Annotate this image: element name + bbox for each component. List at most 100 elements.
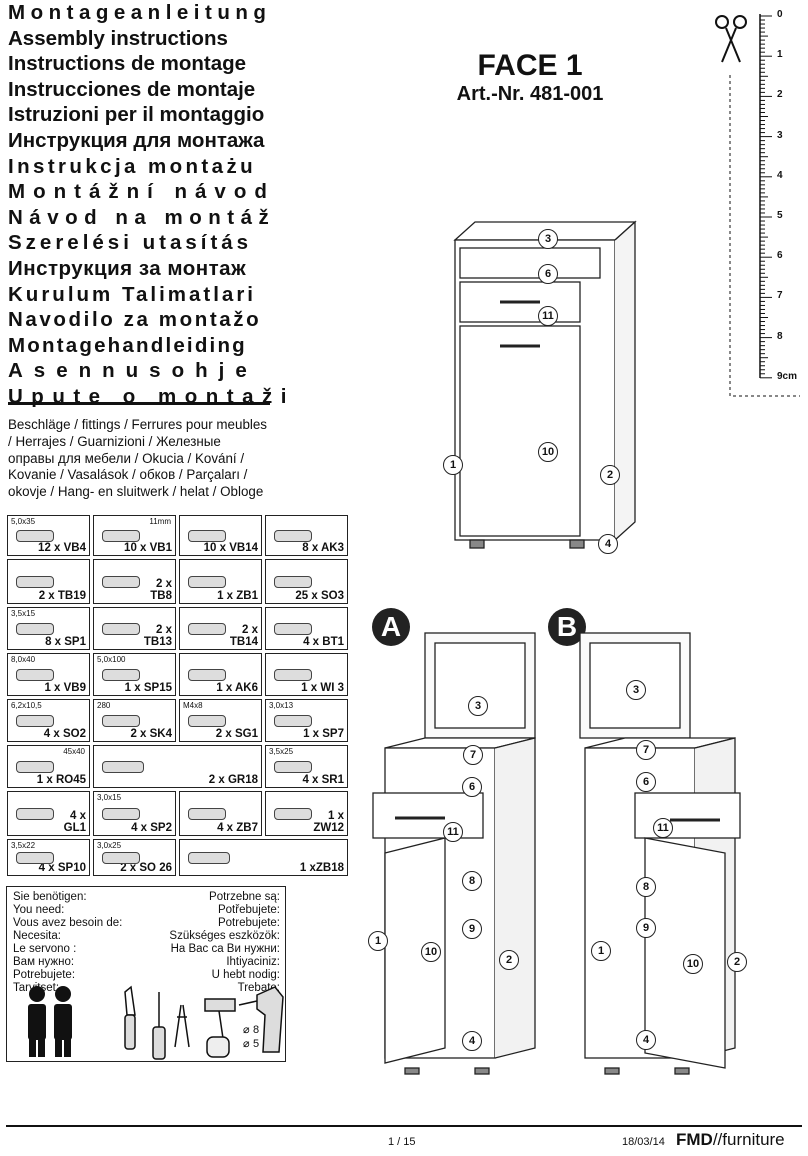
page-number: 1 / 15 [388,1136,416,1148]
ruler-label: 9cm [777,370,798,382]
fitting-dimension: 3,0x13 [269,701,294,710]
fitting-quantity: 4 x SR1 [302,774,344,786]
fitting-cell: 3,5x25 4 x SR1 [265,745,348,788]
title-line: Navodilo za montažo [8,308,262,332]
fitting-quantity: 4 x ZB7 [217,822,258,834]
ruler-label: 3 [777,129,783,141]
fitting-part-icon [16,530,54,542]
fitting-part-icon [16,623,54,635]
fitting-cell: 4 x BT1 [265,607,348,650]
fitting-part-icon [274,623,312,635]
fitting-dimension: 3,5x25 [269,747,294,756]
cabinet-variant-b [579,632,741,1075]
fitting-quantity: 2 x TB19 [38,590,86,602]
fitting-part-icon [188,576,226,588]
fitting-cell: 8 x AK3 [265,515,348,556]
drill-size: 5 [253,1038,260,1050]
cabinet-variant-a [372,632,536,1075]
part-number-marker: 10 [538,442,558,462]
fitting-cell: 2 x TB19 [7,559,90,604]
part-number-marker: 2 [600,465,620,485]
title-line: Инструкция для монтажа [8,128,265,152]
part-number-marker: 9 [636,918,656,938]
ruler-label: 2 [777,89,783,101]
part-number-marker: 4 [462,1031,482,1051]
part-number-marker: 1 [368,931,388,951]
tools-labels-right: Potrzebne są:Potřebujete:Potrebujete:Szü… [169,891,280,995]
part-number-marker: 1 [591,941,611,961]
fitting-cell: 25 x SO3 [265,559,348,604]
fitting-quantity: 4 x SP10 [38,862,86,874]
fitting-dimension: 11mm [149,517,171,526]
pliers-icon [174,1004,190,1048]
fitting-cell: 3,0x15 4 x SP2 [93,791,176,836]
part-number-marker: 9 [462,919,482,939]
title-block: Montageanleitung Assembly instructions I… [8,0,295,410]
title-line: Instrukcja montażu [8,154,257,178]
footer-rule [6,1125,802,1127]
tools-label: You need: [13,904,65,916]
knife-icon [124,985,136,1050]
fitting-quantity: 2 x GR18 [208,774,258,786]
variant-b-badge: B [548,608,586,646]
title-line: Istruzioni per il montaggio [8,103,265,127]
ruler-label: 6 [777,250,783,262]
title-line: Montážní návod [8,180,275,204]
fitting-part-icon [102,669,140,681]
drill-size: 8 [253,1024,260,1036]
ruler-label: 7 [777,290,783,302]
title-line: Asennusohje [8,359,258,383]
tools-label: Sie benötigen: [13,891,87,903]
fitting-quantity: 25 x SO3 [295,590,344,602]
fitting-quantity: 4 x SP2 [131,822,172,834]
fitting-cell: 1 x ZB1 [179,559,262,604]
part-number-marker: 11 [653,818,673,838]
part-number-marker: 6 [636,772,656,792]
tools-label: Ihtiyaciniz: [226,956,280,968]
fitting-dimension: 6,2x10,5 [11,701,42,710]
fitting-quantity: 10 x VB14 [203,542,258,554]
fitting-quantity: 8 x SP1 [45,636,86,648]
part-number-marker: 3 [626,680,646,700]
person-icon [54,986,72,1057]
part-number-marker: 11 [538,306,558,326]
brand-logo: FMD//furniture [676,1130,785,1149]
title-line: Návod na montáž [8,205,276,229]
fitting-part-icon [274,530,312,542]
title-line: Assembly instructions [8,26,228,50]
title-line: Montagehandleiding [8,333,247,357]
date: 18/03/14 [622,1136,665,1148]
svg-text:⌀: ⌀ [243,1024,250,1036]
cabinet-front-view [453,220,637,549]
fitting-part-icon [16,808,54,820]
product-title: FACE 1 Art.-Nr. 481-001 [430,50,630,106]
fitting-part-icon [102,852,140,864]
fitting-quantity: 1 x ZB1 [217,590,258,602]
fitting-part-icon [188,623,226,635]
fitting-quantity: 12 x VB4 [38,542,86,554]
title-line: Upute o montaži [8,384,295,408]
fitting-dimension: 3,0x15 [97,793,122,802]
fitting-cell: 5,0x35 12 x VB4 [7,515,90,556]
fitting-part-icon [188,715,226,727]
fitting-part-icon [274,576,312,588]
fitting-quantity: 1 x WI 3 [301,682,344,694]
fitting-part-icon [188,669,226,681]
variant-a-badge: A [372,608,410,646]
fitting-dimension: 5,0x35 [11,517,36,526]
tools-label: Potřebujete: [217,904,280,916]
part-number-marker: 10 [683,954,703,974]
